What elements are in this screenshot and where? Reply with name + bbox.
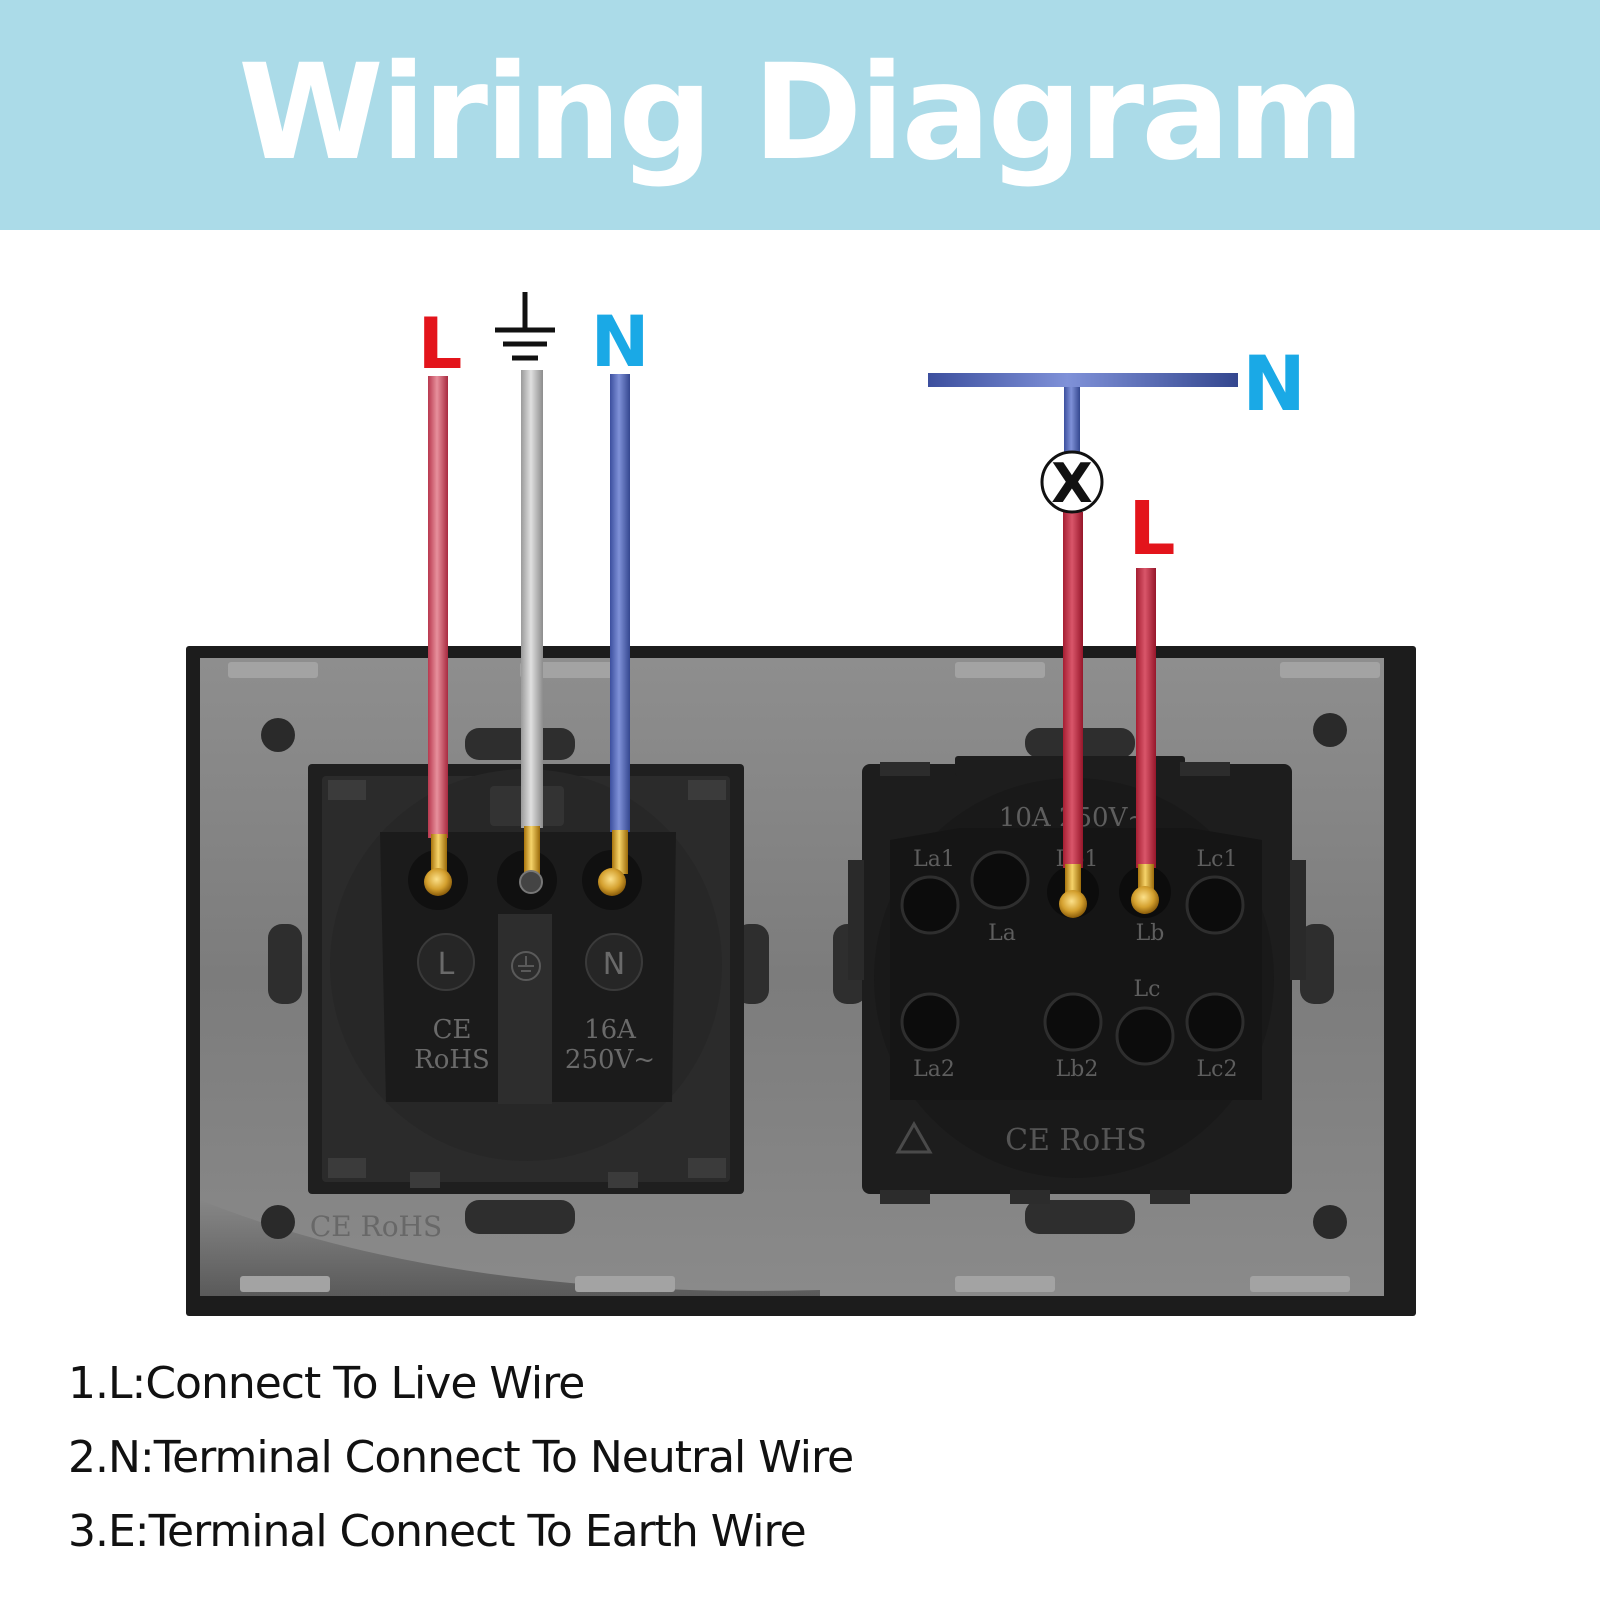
svg-text:Lb2: Lb2 — [1056, 1057, 1099, 1082]
switch-ce-rohs: CE RoHS — [1005, 1123, 1147, 1158]
switch-screw-l — [1131, 886, 1159, 914]
switch-neutral-bus — [928, 373, 1238, 387]
instruction-item: 2.N:Terminal Connect To Neutral Wire — [68, 1432, 854, 1483]
socket-screw-live — [424, 868, 452, 896]
lamp-icon: X — [1040, 450, 1104, 515]
earth-ground-icon — [511, 951, 541, 981]
svg-text:Lb: Lb — [1136, 921, 1165, 946]
frame-ce-rohs: CE RoHS — [310, 1210, 442, 1243]
svg-text:Lc2: Lc2 — [1197, 1057, 1238, 1082]
frame-holes — [261, 713, 1347, 1239]
switch-wires — [928, 373, 1238, 918]
socket-rohs: RoHS — [414, 1045, 490, 1075]
socket-mark-live-text: L — [438, 947, 455, 982]
wiring-diagram: CE RoHS L N — [186, 292, 1416, 1316]
svg-text:La1: La1 — [913, 847, 955, 872]
switch-screw-l1 — [1059, 890, 1087, 918]
frame-tabs — [228, 662, 1380, 1292]
socket-neutral-wire — [610, 374, 630, 832]
socket-wires — [424, 370, 630, 896]
switch-neutral-label: N — [1242, 339, 1306, 428]
switch-lamp-wire — [1063, 512, 1083, 868]
socket-screw-earth — [519, 870, 543, 894]
socket-250v: 250V~ — [565, 1045, 655, 1075]
switch-live-wire — [1136, 568, 1156, 868]
socket-earth-wire — [521, 370, 543, 828]
instruction-item: 3.E:Terminal Connect To Earth Wire — [68, 1506, 807, 1557]
socket-mark-neutral-text: N — [603, 947, 625, 982]
recycle-icon — [895, 1120, 933, 1154]
socket-live-label: L — [418, 303, 463, 385]
frame-shadow — [200, 1200, 820, 1296]
socket-screw-neutral — [598, 868, 626, 896]
socket-live-wire — [428, 376, 448, 838]
svg-text:La2: La2 — [913, 1057, 955, 1082]
title-banner: Wiring Diagram — [0, 0, 1600, 230]
switch-neutral-drop — [1064, 387, 1080, 455]
socket-neutral-label: N — [591, 301, 650, 383]
socket-mark-neutral — [585, 933, 643, 991]
socket-16a: 16A — [584, 1015, 637, 1045]
svg-text:Lc1: Lc1 — [1197, 847, 1238, 872]
svg-text:Lc: Lc — [1134, 977, 1161, 1002]
socket-ce: CE — [433, 1015, 472, 1045]
svg-text:La: La — [988, 921, 1016, 946]
instruction-item: 1.L:Connect To Live Wire — [68, 1358, 585, 1409]
switch-live-label: L — [1128, 486, 1175, 572]
lamp-symbol: X — [1051, 452, 1093, 515]
switch-holes — [900, 850, 1245, 1066]
page-title: Wiring Diagram — [238, 36, 1365, 190]
earth-ground-icon — [495, 292, 555, 361]
instruction-list: 1.L:Connect To Live Wire 2.N:Terminal Co… — [68, 1358, 854, 1582]
socket-mark-live — [417, 933, 475, 991]
